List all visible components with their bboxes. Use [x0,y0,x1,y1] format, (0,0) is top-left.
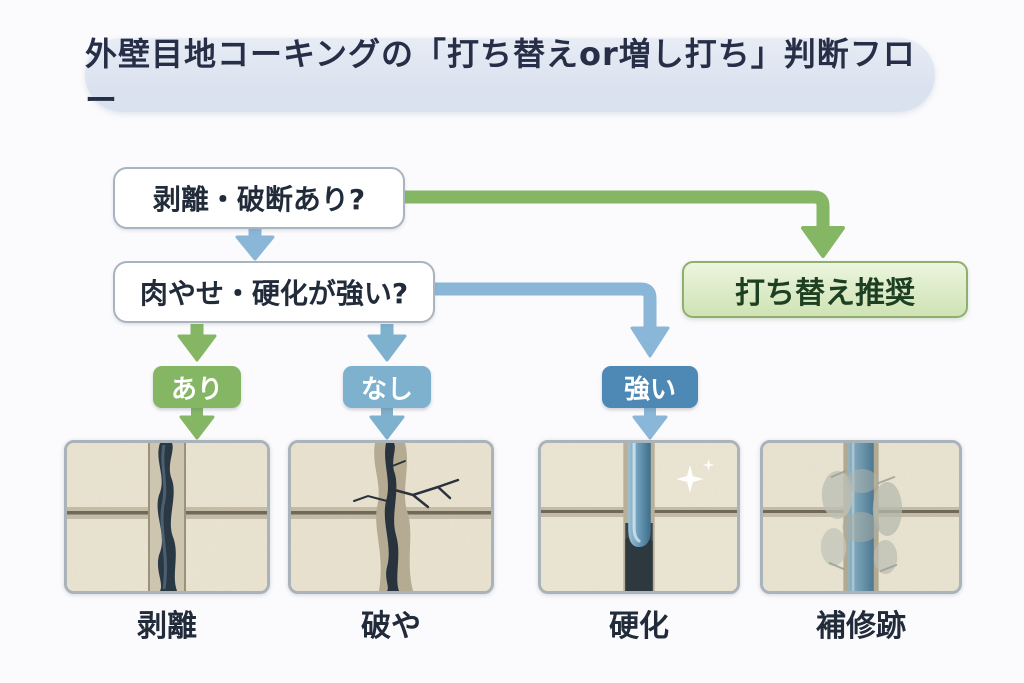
branch-tag-no: なし [343,366,431,408]
photo-peeling [64,440,270,594]
photo-caption-peeling: 剥離 [137,609,197,644]
result-box-replace: 打ち替え推奨 [682,261,968,318]
arrow-down-icon-strong-photo [632,408,668,440]
arrow-down-icon-yes [177,324,217,362]
arrow-down-icon-no [367,324,407,362]
arrow-down-icon-no-photo [369,408,405,440]
branch-tag-strong: 強い [602,366,698,408]
photo-cracking [288,440,494,594]
arrow-down-icon-yes-photo [179,408,215,440]
decision-box-hardening: 肉やせ・硬化が強い? [113,261,435,323]
photo-repair-marks [760,440,962,594]
branch-tag-yes: あり [153,366,241,408]
photo-hardening [538,440,740,594]
photo-caption-hardening: 硬化 [609,609,669,644]
elbow-arrow-icon-green [405,190,845,258]
photo-caption-repair-marks: 補修跡 [816,609,906,644]
sparkle-icon [676,459,715,493]
page-title: 外壁目地コーキングの「打ち替えor増し打ち」判断フロー [85,35,935,119]
decision-box-peeling: 剥離・破断あり? [113,167,405,229]
elbow-arrow-icon-blue [435,282,670,358]
arrow-down-icon-q1-q2 [235,229,275,261]
photo-caption-cracking: 破や [361,609,421,644]
